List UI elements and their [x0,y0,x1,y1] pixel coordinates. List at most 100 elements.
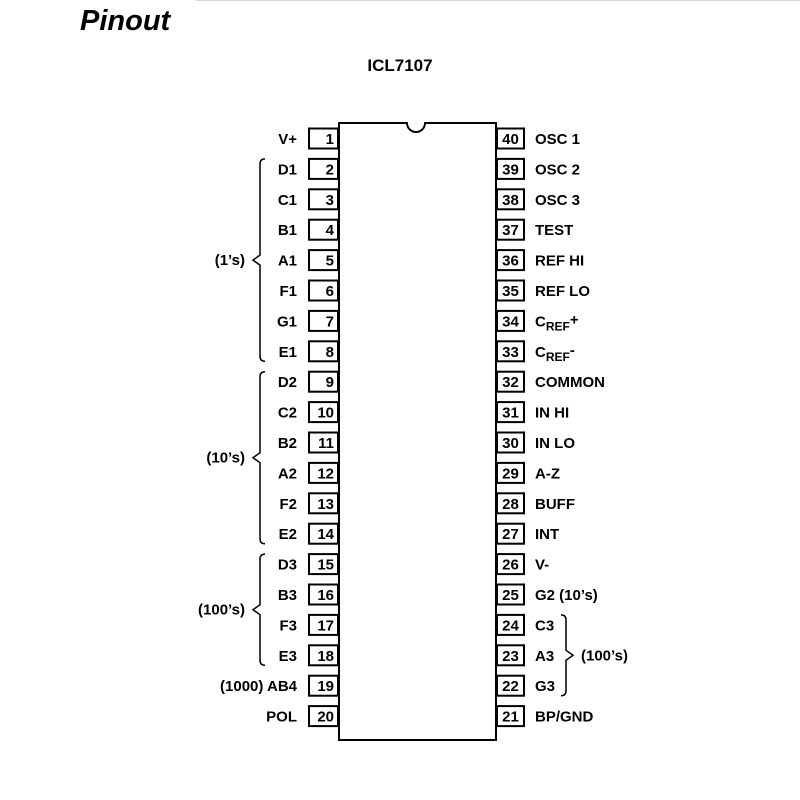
pin-box [308,431,339,454]
group-brace [251,158,266,363]
pin-number: 3 [326,192,334,209]
digit-group-4: (100’s) [560,614,628,697]
pin-box [308,279,339,302]
pin-number: 1 [326,131,334,148]
pin-31: 31 IN HI [496,401,569,424]
group-brace [560,614,575,697]
pin-box [308,309,339,332]
pin-number: 20 [317,709,334,726]
pin-box [308,553,339,576]
pin-label-c2: C2 [278,405,297,422]
pin-box [496,492,525,515]
left-pins: 1V+2D13C14B15A16F17G18E19D210C211B212A21… [220,127,339,728]
pin-19: 19(1000) AB4 [220,674,339,697]
chip-name: ICL7107 [367,56,433,75]
pin-number: 34 [502,313,519,330]
pin-label-g2-10-s: G2 (10’s) [535,587,598,604]
group-brace [251,370,266,545]
pin-label-ref-lo: REF LO [535,283,590,300]
pin-number: 19 [317,678,334,695]
digit-group-1: (1’s) [215,158,266,363]
pin-box [308,583,339,606]
pin-number: 7 [326,313,334,330]
pin-20: 20 POL [266,705,339,728]
pin-36: 36 REF HI [496,249,584,272]
pin-label-crefplus: CREF+ [535,311,579,333]
pin-number: 24 [502,617,519,634]
pin-5: 5A1 [278,249,339,272]
pin-label-c3: C3 [535,617,554,634]
pin-number: 36 [502,253,519,270]
pin-label-osc-3: OSC 3 [535,192,580,209]
pin-label-d1: D1 [278,161,297,178]
pin-8: 8E1 [279,340,339,363]
pin-box [496,127,525,150]
page-heading: Pinout [80,5,171,37]
pin-number: 15 [317,557,334,574]
pin-label-a-z: A-Z [535,465,560,482]
pin-label-buff: BUFF [535,496,575,513]
pin-number: 27 [502,526,519,543]
pin-box [496,218,525,241]
pin-35: 35 REF LO [496,279,590,302]
group-label: (100’s) [198,602,245,619]
pin-label-f3: F3 [279,617,297,634]
pin-number: 6 [326,283,334,300]
group-label: (1’s) [215,252,245,269]
pin-3: 3 C1 [278,188,339,211]
pin-29: 29 A-Z [496,461,560,484]
pin-34: 34 CREF+ [496,309,579,333]
pin-2: 2D1 [278,157,339,180]
pin-label-v: V+ [278,131,297,148]
pin-box [308,401,339,424]
pin-7: 7G1 [277,309,339,332]
pin-label-ref-hi: REF HI [535,253,584,270]
pin-number: 32 [502,374,519,391]
pin-number: 33 [502,344,519,361]
pin-box [308,674,339,697]
top-rule [196,0,800,1]
pin-label-d2: D2 [278,374,297,391]
pin-label-pol: POL [266,709,297,726]
pin-number: 35 [502,283,519,300]
pin-24: 24 C3 [496,613,554,636]
pin-label-a3: A3 [535,648,554,665]
pin-label-in-lo: IN LO [535,435,575,452]
pin-label-f2: F2 [279,496,297,513]
pin-box [308,461,339,484]
group-brace [251,553,266,667]
pin-number: 29 [502,465,519,482]
pin-label-c1: C1 [278,192,297,209]
pin-box [496,644,525,667]
pin-number: 40 [502,131,519,148]
pin-label-in-hi: IN HI [535,405,569,422]
digit-group-2: (10’s) [206,370,266,545]
pin-box [496,461,525,484]
pin-number: 22 [502,678,519,695]
pin-number: 31 [502,405,519,422]
pin-box [308,340,339,363]
pin-box [496,279,525,302]
pin-number: 39 [502,161,519,178]
pin-label-a1: A1 [278,253,297,270]
pin-box [308,613,339,636]
pin-box [308,522,339,545]
pin-label-g3: G3 [535,678,555,695]
pin-box [496,309,525,332]
pin-label-osc-2: OSC 2 [535,161,580,178]
pin-label-e1: E1 [279,344,297,361]
